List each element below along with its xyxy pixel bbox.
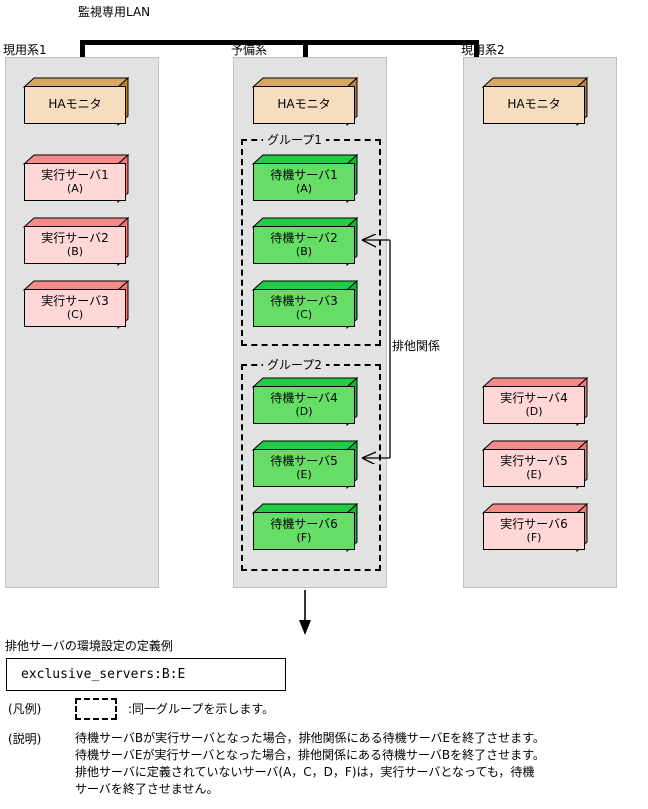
exec-server-name-1: 実行サーバ1	[41, 167, 109, 182]
legend-text: :同一グループを示します。	[128, 702, 275, 716]
exec-server-face-1: 実行サーバ1 (A)	[24, 163, 126, 201]
exclusive-relation-bracket	[360, 233, 400, 467]
system-title-2: 予備系	[231, 43, 268, 57]
system-title-1: 現用系1	[3, 43, 47, 57]
ha-monitor-box-1: HAモニタ	[22, 76, 130, 127]
exec-server-id-6: (F)	[526, 530, 542, 544]
explanation-tag: (説明)	[8, 732, 42, 746]
exec-server-face-5: 実行サーバ5 (E)	[483, 449, 585, 487]
lan-drop-system-2	[303, 40, 308, 64]
exec-server-name-4: 実行サーバ4	[500, 390, 568, 405]
exec-server-box-4: 実行サーバ4 (D)	[481, 376, 589, 427]
exec-server-face-2: 実行サーバ2 (B)	[24, 226, 126, 264]
exec-server-box-1: 実行サーバ1 (A)	[22, 153, 130, 204]
exec-server-name-6: 実行サーバ6	[500, 516, 568, 531]
exec-server-id-4: (D)	[525, 404, 543, 418]
exec-server-face-3: 実行サーバ3 (C)	[24, 289, 126, 327]
exec-server-box-5: 実行サーバ5 (E)	[481, 439, 589, 490]
standby-server-name-5: 待機サーバ5	[270, 453, 338, 468]
exec-server-name-2: 実行サーバ2	[41, 230, 109, 245]
group-label-2: グループ2	[263, 356, 326, 373]
standby-server-box-2: 待機サーバ2 (B)	[251, 216, 359, 267]
standby-server-box-6: 待機サーバ6 (F)	[251, 502, 359, 553]
standby-server-box-5: 待機サーバ5 (E)	[251, 439, 359, 490]
standby-server-id-4: (D)	[295, 404, 313, 418]
standby-server-name-3: 待機サーバ3	[270, 293, 338, 308]
exec-server-id-1: (A)	[66, 181, 84, 195]
standby-server-name-2: 待機サーバ2	[270, 230, 338, 245]
down-arrow-icon	[290, 590, 320, 639]
exec-server-name-3: 実行サーバ3	[41, 293, 109, 308]
exec-server-id-2: (B)	[66, 244, 84, 258]
standby-server-id-1: (A)	[295, 181, 313, 195]
exec-server-box-2: 実行サーバ2 (B)	[22, 216, 130, 267]
legend-dashed-swatch	[75, 698, 117, 720]
standby-server-face-2: 待機サーバ2 (B)	[253, 226, 355, 264]
standby-server-face-4: 待機サーバ4 (D)	[253, 386, 355, 424]
ha-monitor-label-2: HAモニタ	[253, 86, 355, 124]
exec-server-id-3: (C)	[66, 307, 84, 321]
standby-server-id-5: (E)	[296, 467, 312, 481]
explanation-line-3: 排他サーバに定義されていないサーバ(A，C，D，F)は，実行サーバとなっても，待…	[75, 765, 535, 779]
legend-tag: (凡例)	[8, 702, 42, 716]
standby-server-id-2: (B)	[295, 244, 313, 258]
ha-monitor-label-3: HAモニタ	[483, 86, 585, 124]
definition-code-text: exclusive_servers:B:E	[21, 667, 186, 682]
standby-server-id-3: (C)	[295, 307, 313, 321]
ha-monitor-label-1: HAモニタ	[24, 86, 126, 124]
group-label-1: グループ1	[263, 131, 326, 148]
standby-server-face-5: 待機サーバ5 (E)	[253, 449, 355, 487]
ha-monitor-box-3: HAモニタ	[481, 76, 589, 127]
lan-bus-line	[80, 40, 479, 45]
standby-server-id-6: (F)	[296, 530, 312, 544]
exec-server-face-6: 実行サーバ6 (F)	[483, 512, 585, 550]
exclusive-relation-label: 排他関係	[392, 339, 441, 353]
standby-server-face-3: 待機サーバ3 (C)	[253, 289, 355, 327]
standby-server-name-4: 待機サーバ4	[270, 390, 338, 405]
standby-server-box-4: 待機サーバ4 (D)	[251, 376, 359, 427]
definition-code-box: exclusive_servers:B:E	[6, 658, 286, 691]
lan-drop-system-3	[474, 40, 479, 64]
standby-server-face-1: 待機サーバ1 (A)	[253, 163, 355, 201]
exec-server-id-5: (E)	[526, 467, 542, 481]
standby-server-box-3: 待機サーバ3 (C)	[251, 279, 359, 330]
explanation-body: 待機サーバBが実行サーバとなった場合，排他関係にある待機サーバEを終了させます。…	[75, 730, 645, 798]
lan-drop-system-1	[80, 40, 85, 64]
system-title-3: 現用系2	[461, 43, 505, 57]
exec-server-name-5: 実行サーバ5	[500, 453, 568, 468]
system-panel-3	[463, 57, 617, 588]
definition-title: 排他サーバの環境設定の定義例	[5, 639, 173, 653]
explanation-line-4: サーバを終了させません。	[75, 782, 219, 796]
explanation-line-2: 待機サーバEが実行サーバとなった場合，排他関係にある待機サーバBを終了させます。	[75, 748, 545, 762]
explanation-line-1: 待機サーバBが実行サーバとなった場合，排他関係にある待機サーバEを終了させます。	[75, 731, 545, 745]
standby-server-name-6: 待機サーバ6	[270, 516, 338, 531]
exec-server-box-3: 実行サーバ3 (C)	[22, 279, 130, 330]
standby-server-name-1: 待機サーバ1	[270, 167, 338, 182]
standby-server-box-1: 待機サーバ1 (A)	[251, 153, 359, 204]
standby-server-face-6: 待機サーバ6 (F)	[253, 512, 355, 550]
ha-monitor-box-2: HAモニタ	[251, 76, 359, 127]
exec-server-box-6: 実行サーバ6 (F)	[481, 502, 589, 553]
lan-label: 監視専用LAN	[78, 5, 151, 19]
exec-server-face-4: 実行サーバ4 (D)	[483, 386, 585, 424]
